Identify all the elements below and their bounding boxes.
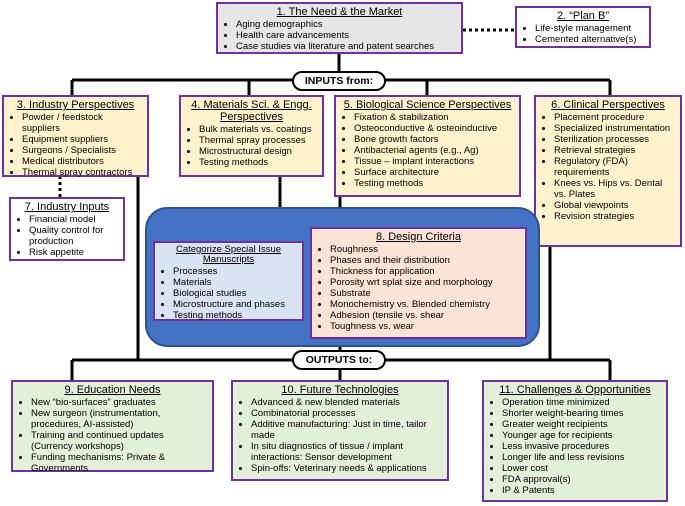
materials-item: Testing methods — [199, 157, 318, 168]
clinical-item: Regulatory (FDA) requirements — [554, 156, 676, 178]
challenge-item: Shorter weight-bearing times — [502, 408, 662, 419]
education-item: Training and continued updates (Currency… — [31, 430, 208, 452]
categorize-item: Microstructure and phases — [173, 299, 298, 310]
categorize-manuscripts-box: Categorize Special Issue Manuscripts Pro… — [153, 241, 304, 321]
industry-item: Powder / feedstock suppliers — [22, 112, 143, 134]
challenge-item: FDA approval(s) — [502, 474, 662, 485]
industry-input-item: Quality control for production — [29, 225, 119, 247]
industry-perspectives-box: 3. Industry Perspectives Powder / feedst… — [2, 95, 149, 178]
future-item: In situ diagnostics of tissue / implant … — [251, 441, 443, 463]
future-technologies-title: 10. Future Technologies — [281, 384, 399, 396]
categorize-item: Biological studies — [173, 288, 298, 299]
design-criteria-title: 8. Design Criteria — [376, 231, 461, 243]
categorize-manuscripts-title: Categorize Special Issue Manuscripts — [175, 244, 282, 265]
clinical-item: Global viewpoints — [554, 200, 676, 211]
categorize-item: Processes — [173, 266, 298, 277]
challenge-item: IP & Patents — [502, 485, 662, 496]
need-item: Health care advancements — [236, 30, 457, 41]
plan-b-box: 2. “Plan B” Life-style management Cement… — [515, 6, 651, 48]
future-item: Spin-offs: Veterinary needs & applicatio… — [251, 463, 443, 474]
bio-item: Antibacterial agents (e.g., Ag) — [354, 145, 515, 156]
challenge-item: Operation time minimized — [502, 397, 662, 408]
need-item: Case studies via literature and patent s… — [236, 41, 457, 52]
clinical-item: Specialized instrumentation — [554, 123, 676, 134]
industry-input-item: Financial model — [29, 214, 119, 225]
bio-item: Fixation & stabilization — [354, 112, 515, 123]
challenge-item: Younger age for recipients — [502, 430, 662, 441]
future-item: Advanced & new blended materials — [251, 397, 443, 408]
inputs-from-label: INPUTS from: — [292, 71, 386, 91]
future-item: Additive manufacturing: Just in time, ta… — [251, 419, 443, 441]
plan-b-title: 2. “Plan B” — [557, 10, 609, 22]
need-item: Aging demographics — [236, 19, 457, 30]
industry-item: Surgeons / Specialists — [22, 145, 143, 156]
bio-item: Osteoconductive & osteoinductive — [354, 123, 515, 134]
industry-inputs-title: 7. Industry Inputs — [24, 201, 110, 213]
challenge-item: Less invasive procedures — [502, 441, 662, 452]
future-item: Combinatorial processes — [251, 408, 443, 419]
education-item: Funding mechanisms: Private & Government… — [31, 452, 208, 474]
design-item: Adhesion (tensile vs. shear — [330, 310, 521, 321]
design-item: Substrate — [330, 288, 521, 299]
need-market-box: 1. The Need & the Market Aging demograph… — [216, 2, 463, 54]
plan-b-item: Cemented alternative(s) — [535, 34, 645, 45]
outputs-to-label: OUTPUTS to: — [292, 350, 386, 370]
challenge-item: Longer life and less revisions — [502, 452, 662, 463]
clinical-item: Revision strategies — [554, 211, 676, 222]
industry-perspectives-title: 3. Industry Perspectives — [16, 99, 135, 111]
industry-item: Thermal spray contractors — [22, 167, 143, 178]
materials-perspectives-box: 4. Materials Sci. & Engg. Perspectives B… — [179, 95, 324, 177]
education-needs-box: 9. Education Needs New “bio-surfaces” gr… — [11, 380, 214, 474]
challenges-opportunities-title: 11. Challenges & Opportunities — [499, 384, 651, 396]
industry-item: Equipment suppliers — [22, 134, 143, 145]
biological-perspectives-box: 5. Biological Science Perspectives Fixat… — [334, 95, 521, 197]
materials-perspectives-title: 4. Materials Sci. & Engg. Perspectives — [191, 99, 312, 123]
education-item: New “bio-surfaces” graduates — [31, 397, 208, 408]
design-criteria-box: 8. Design Criteria Roughness Phases and … — [310, 227, 527, 339]
bio-item: Tissue – implant interactions — [354, 156, 515, 167]
clinical-perspectives-box: 6. Clinical Perspectives Placement proce… — [534, 95, 682, 247]
categorize-item: Testing methods — [173, 310, 298, 321]
industry-item: Medical distributors — [22, 156, 143, 167]
bio-item: Surface architecture — [354, 167, 515, 178]
design-item: Monochemistry vs. Blended chemistry — [330, 299, 521, 310]
design-item: Phases and their distribution — [330, 255, 521, 266]
bio-item: Testing methods — [354, 178, 515, 189]
materials-item: Microstructural design — [199, 146, 318, 157]
categorize-item: Materials — [173, 277, 298, 288]
biological-perspectives-title: 5. Biological Science Perspectives — [343, 99, 512, 111]
design-item: Thickness for application — [330, 266, 521, 277]
challenge-item: Greater weight recipients — [502, 419, 662, 430]
industry-input-item: Risk appetite — [29, 247, 119, 258]
challenges-opportunities-box: 11. Challenges & Opportunities Operation… — [482, 380, 668, 502]
plan-b-item: Life-style management — [535, 23, 645, 34]
future-technologies-box: 10. Future Technologies Advanced & new b… — [231, 380, 449, 481]
industry-inputs-box: 7. Industry Inputs Financial model Quali… — [9, 197, 125, 261]
education-item: New surgeon (instrumentation, procedures… — [31, 408, 208, 430]
clinical-item: Sterilization processes — [554, 134, 676, 145]
clinical-item: Knees vs. Hips vs. Dental vs. Plates — [554, 178, 676, 200]
clinical-perspectives-title: 6. Clinical Perspectives — [551, 99, 665, 111]
materials-item: Bulk materials vs. coatings — [199, 124, 318, 135]
clinical-item: Retrieval strategies — [554, 145, 676, 156]
challenge-item: Lower cost — [502, 463, 662, 474]
bio-item: Bone growth factors — [354, 134, 515, 145]
design-item: Toughness vs. wear — [330, 321, 521, 332]
design-item: Roughness — [330, 244, 521, 255]
education-needs-title: 9. Education Needs — [64, 384, 161, 396]
need-market-title: 1. The Need & the Market — [276, 6, 403, 18]
design-item: Porosity wrt splat size and morphology — [330, 277, 521, 288]
materials-item: Thermal spray processes — [199, 135, 318, 146]
clinical-item: Placement procedure — [554, 112, 676, 123]
